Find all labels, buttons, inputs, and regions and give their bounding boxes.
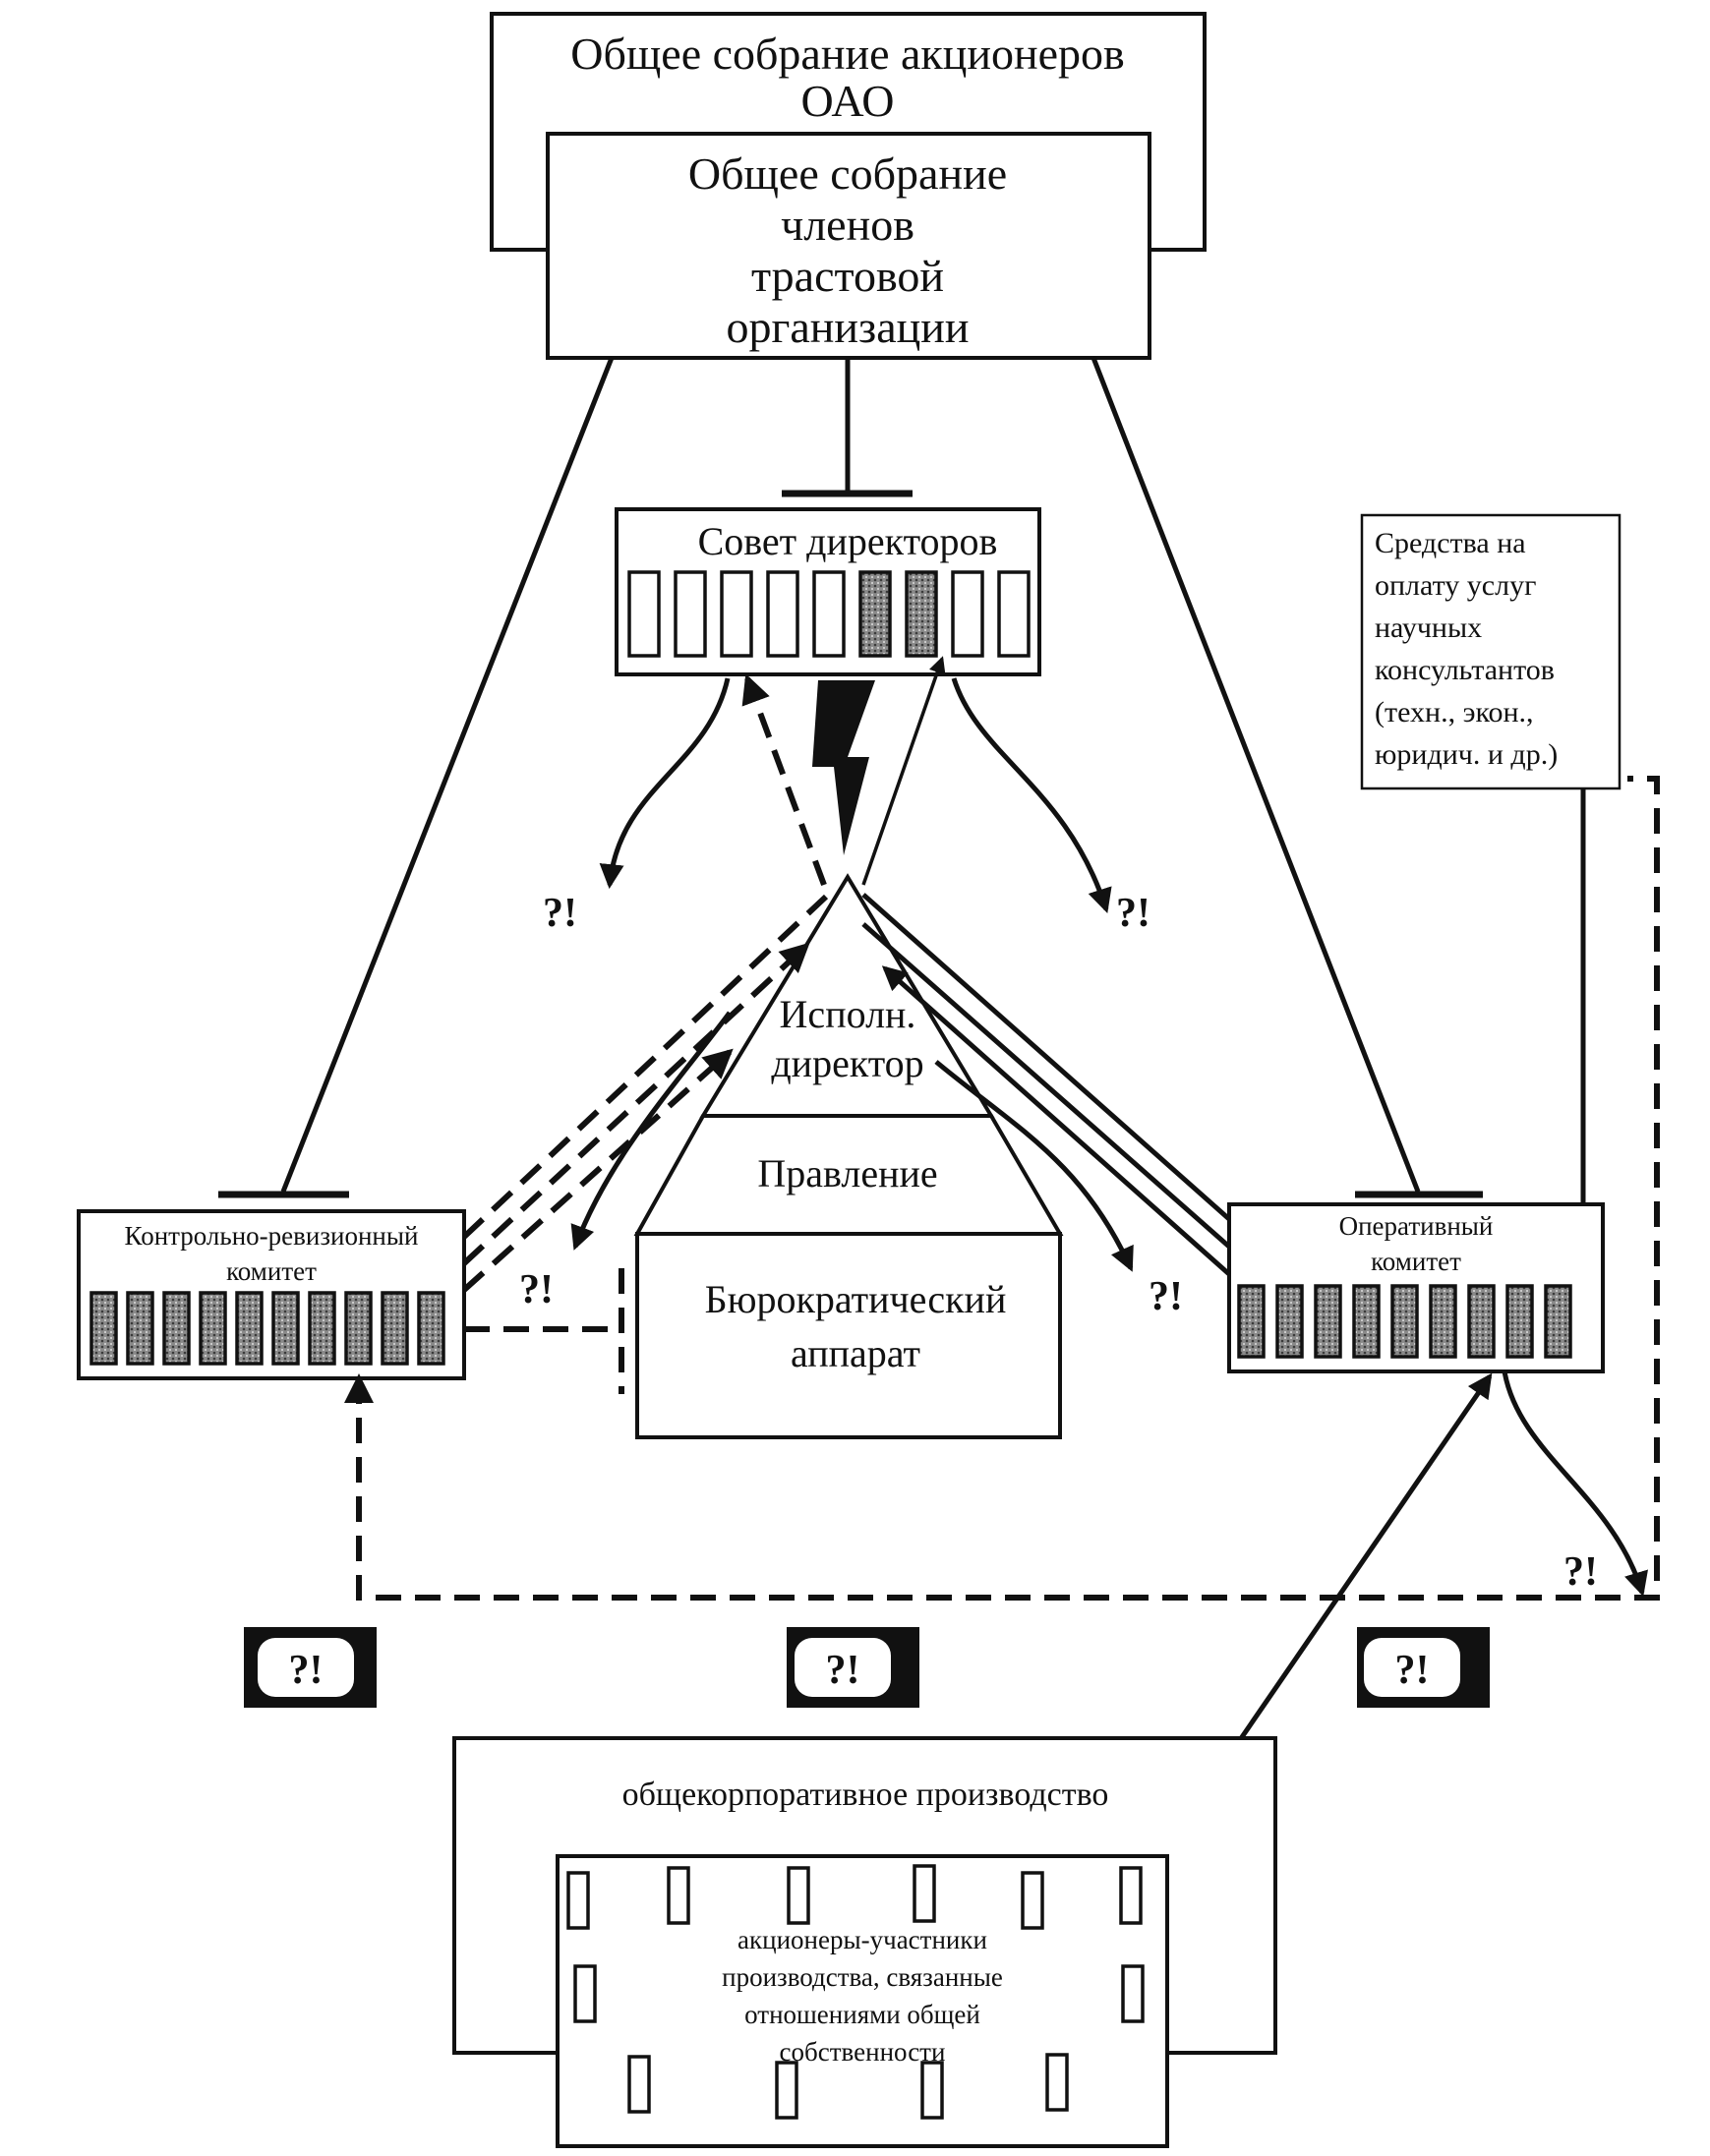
lightning-bolt-icon <box>812 680 875 855</box>
operative-cell-8 <box>1505 1284 1534 1359</box>
executive-director-line2: директор <box>771 1041 923 1085</box>
board-cell-3 <box>720 570 753 658</box>
board-cell-8 <box>951 570 984 658</box>
audit-committee-cells <box>89 1291 445 1366</box>
audit-cell-2 <box>126 1291 154 1366</box>
participant-cell-7 <box>573 1964 597 2023</box>
participant-cell-4 <box>913 1864 936 1923</box>
bureaucracy-box: Бюрократический аппарат <box>635 1232 1062 1439</box>
tag-left: ?! <box>244 1627 377 1708</box>
participant-cell-5 <box>1021 1871 1044 1930</box>
tag-right: ?! <box>1357 1627 1490 1708</box>
shareholders-meeting-line2: ОАО <box>800 76 894 126</box>
consultants-funds-box: Средства на оплату услуг научных консуль… <box>1360 513 1622 790</box>
board-cell-2 <box>674 570 707 658</box>
board-cell-1 <box>627 570 661 658</box>
trust-meeting-line3: трастовой <box>751 251 944 301</box>
operative-cell-7 <box>1467 1284 1496 1359</box>
bureaucracy-line2: аппарат <box>791 1331 920 1375</box>
board-cell-9 <box>997 570 1031 658</box>
participant-cell-2 <box>667 1866 690 1925</box>
board-title: Совет директоров <box>698 519 998 563</box>
participant-cells <box>566 1864 1145 2120</box>
trust-meeting-box: Общее собрание членов трастовой организа… <box>546 132 1151 360</box>
operative-committee: Оперативный комитет <box>1227 1202 1605 1373</box>
board-cells <box>627 570 1031 658</box>
audit-cell-6 <box>271 1291 300 1366</box>
question-mark-board-left: ?! <box>543 891 577 936</box>
participant-cell-9 <box>627 2055 651 2114</box>
trust-meeting-line1: Общее собрание <box>688 148 1007 199</box>
shareholders-participants-box: акционеры-участники производства, связан… <box>556 1854 1169 2148</box>
participant-cell-3 <box>787 1866 810 1925</box>
board-of-directors: Совет директоров <box>615 507 1041 676</box>
participant-cell-1 <box>566 1871 590 1930</box>
audit-committee-line2: комитет <box>226 1256 317 1286</box>
question-mark-board-right: ?! <box>1116 891 1150 936</box>
participant-cell-10 <box>775 2061 798 2120</box>
consultants-funds-line4: консультантов <box>1375 654 1555 686</box>
audit-cell-1 <box>89 1291 118 1366</box>
tag-center-label: ?! <box>826 1648 860 1693</box>
tag-right-label: ?! <box>1395 1648 1430 1693</box>
operative-cell-6 <box>1429 1284 1457 1359</box>
audit-committee-line1: Контрольно-ревизионный <box>125 1221 419 1251</box>
operative-cell-9 <box>1544 1284 1572 1359</box>
tag-center: ?! <box>787 1627 919 1708</box>
consultants-funds-line2: оплату услуг <box>1375 569 1536 602</box>
board-cell-7 <box>905 570 938 658</box>
participant-cell-8 <box>1121 1964 1145 2023</box>
question-marks: ?! ?! ?! ?! ?! <box>519 891 1598 1595</box>
operative-cell-3 <box>1314 1284 1342 1359</box>
operative-committee-cells <box>1237 1284 1572 1359</box>
operative-cell-4 <box>1352 1284 1381 1359</box>
trust-meeting-line2: членов <box>781 200 914 250</box>
audit-exec-links <box>461 894 829 1394</box>
participants-line3: отношениями общей <box>744 2000 980 2029</box>
participant-cell-11 <box>920 2061 944 2120</box>
exec-operative-links <box>861 893 1231 1276</box>
consultants-funds-line5: (техн., экон., <box>1375 696 1534 728</box>
question-mark-audit: ?! <box>519 1267 554 1312</box>
board-cell-6 <box>858 570 892 658</box>
audit-cell-9 <box>381 1291 409 1366</box>
shareholders-meeting-line1: Общее собрание акционеров <box>570 29 1125 79</box>
tag-left-label: ?! <box>289 1648 324 1693</box>
operative-committee-line2: комитет <box>1371 1247 1461 1276</box>
feedback-loop <box>344 776 1660 1601</box>
audit-cell-10 <box>417 1291 445 1366</box>
board-cell-5 <box>812 570 846 658</box>
executive-pyramid: Исполн. директор Правление <box>633 873 1064 1236</box>
audit-cell-5 <box>235 1291 264 1366</box>
bureaucracy-line1: Бюрократический <box>705 1277 1007 1321</box>
board-exec-links <box>599 656 1112 913</box>
operative-cell-1 <box>1237 1284 1266 1359</box>
question-mark-operative: ?! <box>1149 1274 1183 1319</box>
consultants-funds-line3: научных <box>1375 612 1482 644</box>
executive-director-line1: Исполн. <box>780 992 916 1036</box>
audit-cell-3 <box>162 1291 191 1366</box>
board-cell-4 <box>766 570 799 658</box>
operative-cell-5 <box>1390 1284 1419 1359</box>
question-mark-funds: ?! <box>1563 1549 1598 1595</box>
participants-line2: производства, связанные <box>722 1962 1003 1992</box>
audit-cell-7 <box>308 1291 336 1366</box>
participant-cell-12 <box>1045 2053 1069 2112</box>
management-board-label: Правление <box>757 1151 937 1195</box>
consultants-funds-line6: юридич. и др.) <box>1375 738 1558 771</box>
production-title: общекорпоративное производство <box>622 1777 1109 1813</box>
operative-cell-2 <box>1275 1284 1304 1359</box>
trust-meeting-line4: организации <box>727 302 970 352</box>
participants-line4: собственности <box>780 2037 946 2067</box>
trust-connections <box>218 357 1483 1198</box>
participant-cell-6 <box>1119 1866 1143 1925</box>
participants-line1: акционеры-участники <box>737 1925 987 1954</box>
audit-cell-4 <box>199 1291 227 1366</box>
operative-committee-line1: Оперативный <box>1339 1211 1494 1241</box>
consultants-funds-line1: Средства на <box>1375 527 1526 559</box>
audit-cell-8 <box>344 1291 373 1366</box>
audit-committee: Контрольно-ревизионный комитет <box>77 1209 466 1380</box>
